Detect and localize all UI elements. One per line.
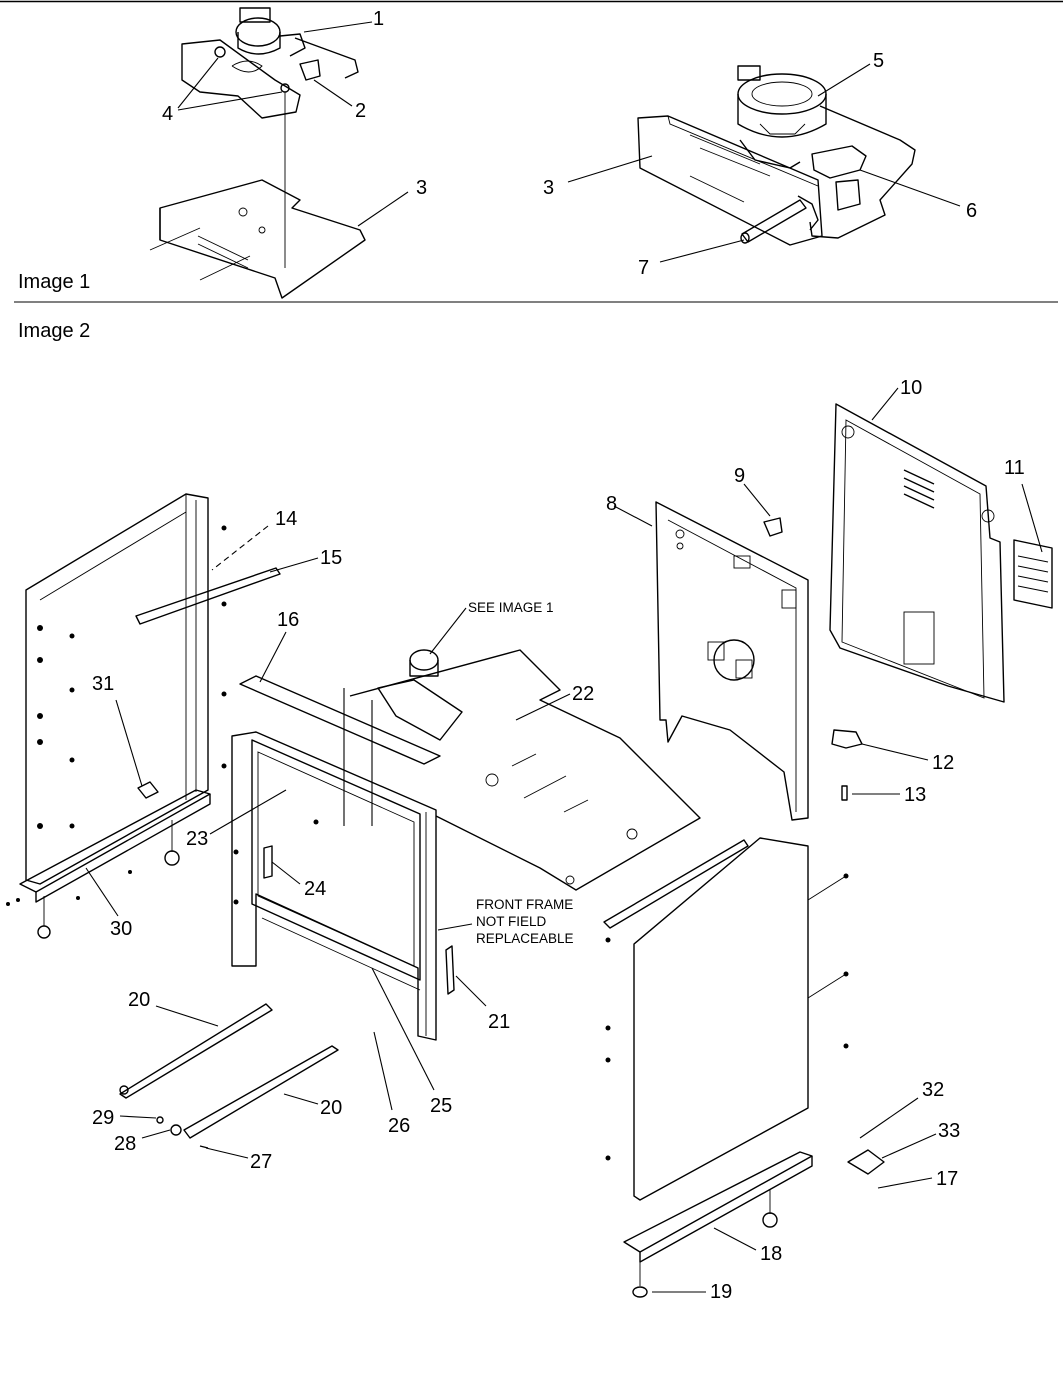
callout-14: 14 — [275, 508, 297, 530]
bracket-24 — [263, 845, 273, 879]
bracket-21 — [445, 945, 455, 995]
gasket-12 — [831, 729, 863, 749]
callout-15: 15 — [320, 547, 342, 569]
callout-5: 5 — [873, 50, 884, 72]
callout-24: 24 — [304, 878, 326, 900]
callout-23: 23 — [186, 828, 208, 850]
callout-13: 13 — [904, 784, 926, 806]
callout-17: 17 — [936, 1168, 958, 1190]
side-panel-left — [25, 493, 227, 885]
image2-label: Image 2 — [18, 320, 90, 342]
side-rail-20-upper — [119, 1003, 273, 1099]
rail-right — [603, 839, 749, 929]
bushing-28 — [170, 1124, 182, 1136]
mount-bracket — [181, 39, 301, 119]
callout-16: 16 — [277, 609, 299, 631]
callout-26: 26 — [388, 1115, 410, 1137]
callout-6: 6 — [966, 200, 977, 222]
front-frame — [231, 731, 437, 1041]
callout-7: 7 — [638, 257, 649, 279]
back-cover-10 — [829, 403, 1005, 703]
image1-label: Image 1 — [18, 271, 90, 293]
see-image-1-note: SEE IMAGE 1 — [468, 600, 554, 615]
bracket-33 — [847, 1149, 885, 1175]
side-panel-right — [603, 837, 849, 1201]
rod-7 — [741, 199, 807, 243]
switch-2 — [299, 59, 321, 81]
screw-left — [214, 46, 226, 58]
front-frame-note-line2: NOT FIELD — [476, 914, 547, 929]
callout-20-upper: 20 — [128, 989, 150, 1011]
callout-10: 10 — [900, 377, 922, 399]
callout-21: 21 — [488, 1011, 510, 1033]
clip-13 — [841, 785, 848, 801]
callout-8: 8 — [606, 493, 617, 515]
timer-motor — [235, 7, 359, 79]
callout-29: 29 — [92, 1107, 114, 1129]
callout-11: 11 — [1004, 457, 1025, 479]
callout-4: 4 — [162, 103, 173, 125]
callout-2: 2 — [355, 100, 366, 122]
callout-1: 1 — [373, 8, 384, 30]
rear-panel-8 — [655, 501, 809, 821]
switch-6 — [811, 145, 867, 179]
callout-25: 25 — [430, 1095, 452, 1117]
plug-9 — [763, 517, 783, 537]
callout-33: 33 — [938, 1120, 960, 1142]
floor-plate-22 — [349, 649, 701, 891]
bracket-31 — [137, 781, 159, 799]
callout-12: 12 — [932, 752, 954, 774]
base-rail-30 — [6, 789, 211, 939]
top-rail-16 — [239, 675, 441, 765]
front-frame-note-line3: REPLACEABLE — [476, 931, 574, 946]
callout-19: 19 — [710, 1281, 732, 1303]
callout-30: 30 — [110, 918, 132, 940]
callout-28: 28 — [114, 1133, 136, 1155]
callout-31: 31 — [92, 673, 114, 695]
base-rail-18 — [623, 1151, 813, 1286]
callout-20-lower: 20 — [320, 1097, 342, 1119]
callout-32: 32 — [922, 1079, 944, 1101]
callout-3-left: 3 — [416, 177, 427, 199]
rail-15 — [135, 567, 281, 625]
leveling-foot-19 — [632, 1286, 648, 1298]
callout-27: 27 — [250, 1151, 272, 1173]
image1-left-assembly — [149, 7, 366, 299]
callout-22: 22 — [572, 683, 594, 705]
timer-assembly-reference — [377, 649, 463, 741]
front-frame-note-line1: FRONT FRAME — [476, 897, 573, 912]
callout-3-right: 3 — [543, 177, 554, 199]
side-rail-20-lower — [183, 1045, 339, 1139]
callout-9: 9 — [734, 465, 745, 487]
callout-18: 18 — [760, 1243, 782, 1265]
motor-5 — [737, 65, 827, 138]
image1-right-assembly — [637, 65, 916, 246]
base-plate-3 — [159, 179, 366, 299]
vent-cover-11 — [1013, 539, 1053, 609]
